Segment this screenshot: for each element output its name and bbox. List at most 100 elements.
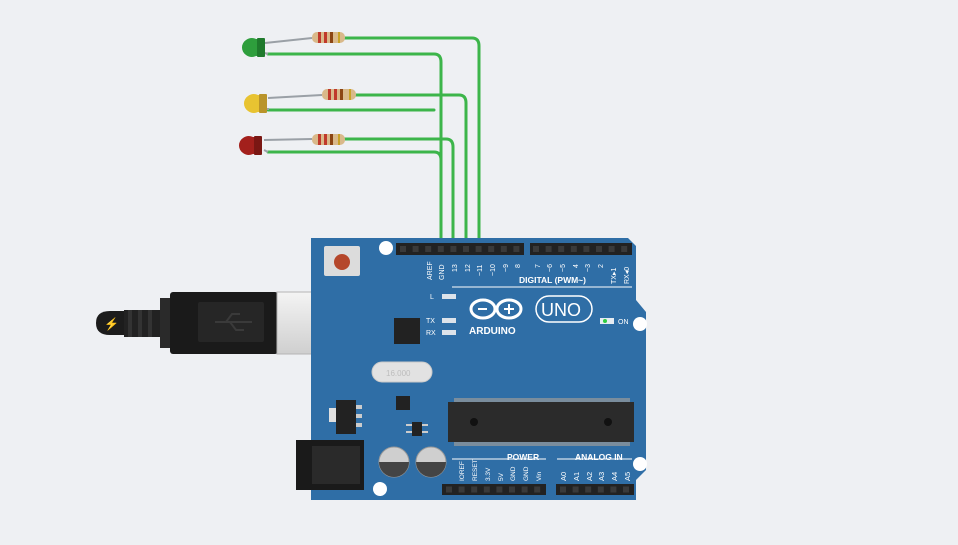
led-red[interactable] — [238, 136, 262, 155]
pin-hole[interactable] — [458, 486, 465, 493]
pin-hole[interactable] — [437, 246, 444, 252]
pin-label-5v: 5V — [498, 472, 505, 481]
usb-symbol-icon — [215, 313, 252, 331]
usb-interface-chip — [394, 318, 420, 344]
pin-hole[interactable] — [572, 486, 579, 493]
pin-hole[interactable] — [400, 246, 406, 252]
svg-text:UNO: UNO — [541, 300, 581, 320]
transistor — [406, 422, 428, 436]
wire-yellow-anode[interactable] — [354, 93, 468, 250]
pin-hole[interactable] — [496, 486, 503, 493]
pin-label-4: 4 — [573, 264, 580, 268]
pin-hole[interactable] — [597, 486, 604, 493]
digital-left-pin-labels: AREF GND 13 12 ~11 ~10 ~9 8 — [427, 261, 522, 280]
power-header-label: POWER — [507, 452, 539, 462]
wire-green-cathode-gnd[interactable] — [266, 52, 443, 250]
analog-header[interactable] — [556, 484, 634, 495]
pin-hole[interactable] — [475, 246, 482, 252]
pin-hole[interactable] — [560, 486, 566, 493]
pin-label-10: ~10 — [490, 264, 497, 276]
pin-hole[interactable] — [483, 486, 490, 493]
pin-label-gnd: GND — [439, 264, 446, 280]
wires — [266, 36, 481, 250]
pin-hole[interactable] — [488, 246, 495, 252]
pin-label-7: 7 — [535, 264, 542, 268]
uno-badge: UNO — [535, 295, 593, 323]
pin-label-9: ~9 — [503, 264, 510, 272]
pin-hole[interactable] — [500, 246, 507, 252]
bottom-pin-holes — [446, 486, 629, 493]
pin-label-rx0: RX◂0 — [624, 267, 631, 284]
pin-label-a3: A3 — [597, 472, 606, 481]
resistor-red[interactable] — [312, 134, 345, 145]
digital-pin-holes — [400, 246, 628, 252]
pin-label-aref: AREF — [427, 261, 434, 280]
pin-hole[interactable] — [583, 246, 590, 252]
crystal-oscillator: 16.000 — [371, 361, 433, 383]
power-header[interactable] — [442, 484, 546, 495]
pin-hole[interactable] — [585, 486, 592, 493]
pin-hole[interactable] — [610, 486, 617, 493]
pin-label-reset: RESET — [472, 459, 479, 481]
pin-label-12: 12 — [465, 264, 472, 272]
pin-label-gnd2: GND — [523, 466, 530, 481]
pin-hole[interactable] — [450, 246, 457, 252]
arduino-logo-text: ARDUINO — [469, 326, 516, 337]
digital-right-pin-labels: 7 ~6 ~5 4 ~3 2 TX▸1 RX◂0 — [535, 264, 631, 284]
pin-hole[interactable] — [608, 246, 615, 252]
wire-red-anode[interactable] — [343, 137, 455, 250]
pin-hole[interactable] — [596, 246, 602, 252]
onboard-led-tx: TX — [426, 318, 456, 325]
mounting-hole — [379, 241, 393, 255]
capacitor-2 — [415, 446, 447, 478]
arduino-logo-icon — [469, 298, 523, 320]
pin-hole[interactable] — [509, 486, 515, 493]
pin-hole[interactable] — [446, 486, 452, 493]
wire-green-anode[interactable] — [343, 36, 481, 250]
microcontroller-chip — [448, 398, 634, 446]
dc-power-jack[interactable] — [296, 440, 364, 490]
digital-header-right[interactable] — [530, 243, 632, 255]
power-pin-labels: IOREF RESET 3.3V 5V GND GND Vin — [459, 459, 543, 481]
pin-label-5: ~5 — [560, 264, 567, 272]
pin-hole[interactable] — [533, 246, 539, 252]
svg-text:RX: RX — [426, 330, 436, 337]
led-yellow[interactable] — [243, 94, 267, 113]
pin-hole[interactable] — [621, 246, 628, 252]
pin-hole[interactable] — [412, 246, 419, 252]
led-green[interactable] — [241, 38, 265, 57]
resistor-green[interactable] — [312, 32, 345, 43]
reset-button[interactable] — [324, 246, 360, 276]
pin-hole[interactable] — [471, 486, 478, 493]
pin-hole[interactable] — [521, 486, 528, 493]
arduino-uno-board[interactable]: AREF GND 13 12 ~11 ~10 ~9 8 7 ~6 ~5 4 ~3… — [296, 238, 647, 500]
pin-hole[interactable] — [425, 246, 432, 252]
pin-label-vin: Vin — [536, 471, 543, 481]
mounting-hole — [373, 482, 387, 496]
pin-label-gnd1: GND — [510, 466, 517, 481]
pin-label-3v3: 3.3V — [485, 467, 492, 481]
lightning-icon: ⚡ — [104, 317, 119, 331]
pin-label-2: 2 — [598, 264, 605, 268]
small-chip — [396, 396, 410, 410]
pin-label-a4: A4 — [610, 472, 619, 481]
pin-hole[interactable] — [513, 246, 520, 252]
resistor-yellow[interactable] — [322, 89, 356, 100]
wire-red-cathode[interactable] — [266, 150, 443, 162]
mounting-hole — [633, 457, 647, 471]
pin-label-3: ~3 — [585, 264, 592, 272]
voltage-regulator — [329, 400, 362, 434]
pin-label-8: 8 — [515, 264, 522, 268]
pin-hole[interactable] — [463, 246, 469, 252]
pin-hole[interactable] — [545, 246, 552, 252]
pin-hole[interactable] — [558, 246, 565, 252]
pin-hole[interactable] — [570, 246, 577, 252]
pin-label-a2: A2 — [585, 472, 594, 481]
onboard-led-rx: RX — [426, 330, 456, 337]
pin-hole[interactable] — [534, 486, 541, 493]
pin-hole[interactable] — [623, 486, 629, 493]
analog-header-label: ANALOG IN — [575, 452, 623, 462]
svg-text:L: L — [430, 294, 434, 301]
power-on-led: ON — [600, 318, 629, 326]
